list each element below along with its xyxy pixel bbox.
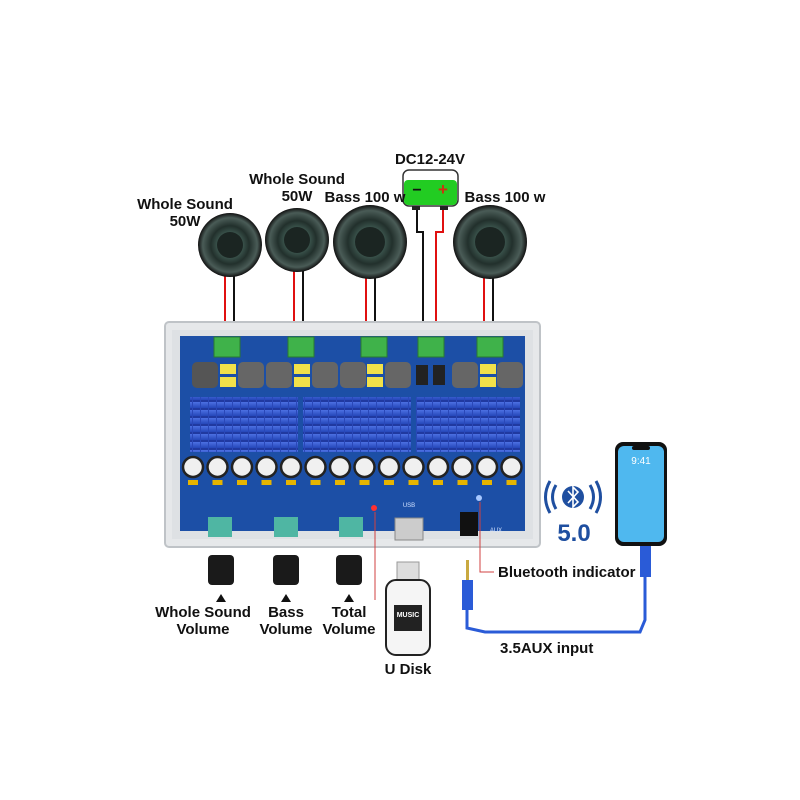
ceramic-capacitor: [310, 480, 321, 485]
label-bluetooth-indicator: Bluetooth indicator: [498, 564, 636, 581]
ceramic-capacitor: [433, 480, 443, 485]
capacitor: [451, 455, 474, 479]
ceramic-capacitor: [384, 480, 394, 485]
label-speaker-bass-2: Bass 100 w: [464, 189, 546, 206]
dc-power-box: [402, 169, 459, 210]
label-speaker-2: Whole Sound 50W: [242, 171, 352, 205]
label-knob-total-line2: Volume: [322, 621, 376, 638]
heatsink-1: [190, 397, 298, 452]
ceramic-capacitor: [237, 480, 247, 485]
capacitor: [230, 455, 254, 479]
label-speaker-2-line2: 50W: [281, 188, 313, 205]
volume-knobs: [208, 555, 362, 602]
bluetooth-led: [476, 495, 482, 501]
capacitor: [377, 455, 401, 479]
capacitor: [304, 455, 327, 479]
usb-port: [394, 517, 424, 541]
capacitor: [206, 455, 229, 479]
label-knob-whole-sound-line1: Whole Sound: [155, 604, 251, 621]
ceramic-capacitor: [212, 480, 223, 485]
speaker-bass-1: [333, 205, 407, 279]
label-speaker-1: Whole Sound 50W: [130, 196, 240, 230]
aux-cable: [462, 545, 651, 634]
film-capacitors: [220, 364, 496, 387]
ceramic-capacitor: [359, 480, 370, 485]
capacitor: [426, 455, 450, 479]
label-speaker-1-line2: 50W: [169, 213, 201, 230]
aux-jack: [460, 512, 478, 536]
capacitor: [475, 455, 499, 479]
ceramic-capacitor: [188, 480, 198, 485]
label-aux-input: 3.5AUX input: [500, 640, 594, 657]
board-aux-label: AUX: [489, 528, 503, 534]
label-knob-bass-line1: Bass: [268, 604, 304, 621]
label-knob-bass-line2: Volume: [259, 621, 313, 638]
ceramic-capacitor: [506, 480, 517, 485]
label-knob-bass: Bass Volume: [255, 604, 317, 638]
heatsink-2: [303, 397, 411, 452]
bluetooth-icon: [544, 480, 602, 514]
inductors: [192, 362, 523, 388]
board-usb-label: USB: [402, 503, 416, 509]
speaker-whole-sound-2: [265, 208, 329, 272]
label-u-disk: U Disk: [384, 661, 432, 678]
speaker-whole-sound-1: [198, 213, 262, 277]
label-knob-total-line1: Total: [331, 604, 367, 621]
screw-terminals: [213, 336, 504, 358]
capacitor: [328, 455, 352, 479]
phone-time: 9:41: [631, 456, 651, 467]
power-minus-sign: −: [412, 182, 422, 199]
label-knob-total: Total Volume: [318, 604, 380, 638]
knob-bass: [273, 555, 299, 585]
red-led: [371, 505, 377, 511]
potentiometers: [208, 517, 363, 537]
label-speaker-2-line1: Whole Sound: [249, 171, 345, 188]
capacitor: [255, 455, 278, 479]
label-speaker-1-line1: Whole Sound: [137, 196, 233, 213]
ceramic-capacitor: [335, 480, 345, 485]
ceramic-capacitor: [482, 480, 492, 485]
electrolytic-capacitors: [181, 455, 523, 485]
power-wires: [416, 207, 444, 340]
smartphone: [615, 442, 667, 546]
knob-total: [336, 555, 362, 585]
label-knob-whole-sound: Whole Sound Volume: [148, 604, 258, 638]
ceramic-capacitor: [408, 480, 419, 485]
capacitor: [279, 455, 303, 479]
knob-whole-sound: [208, 555, 234, 585]
label-power: DC12-24V: [394, 151, 466, 168]
ceramic-capacitor: [286, 480, 296, 485]
capacitor: [402, 455, 425, 479]
bt-indicator-leader: [479, 502, 494, 573]
speaker-bass-2: [453, 205, 527, 279]
capacitor: [181, 455, 205, 479]
label-knob-whole-sound-line2: Volume: [176, 621, 230, 638]
power-plus-sign: +: [438, 180, 448, 199]
ceramic-capacitor: [457, 480, 468, 485]
bluetooth-version: 5.0: [557, 520, 591, 547]
label-speaker-bass-1: Bass 100 w: [324, 189, 406, 206]
capacitor: [500, 455, 523, 479]
heatsink-3: [416, 397, 520, 452]
u-disk: [385, 561, 431, 656]
ceramic-capacitor: [261, 480, 272, 485]
u-disk-screen-text: MUSIC: [396, 612, 420, 619]
capacitor: [353, 455, 376, 479]
